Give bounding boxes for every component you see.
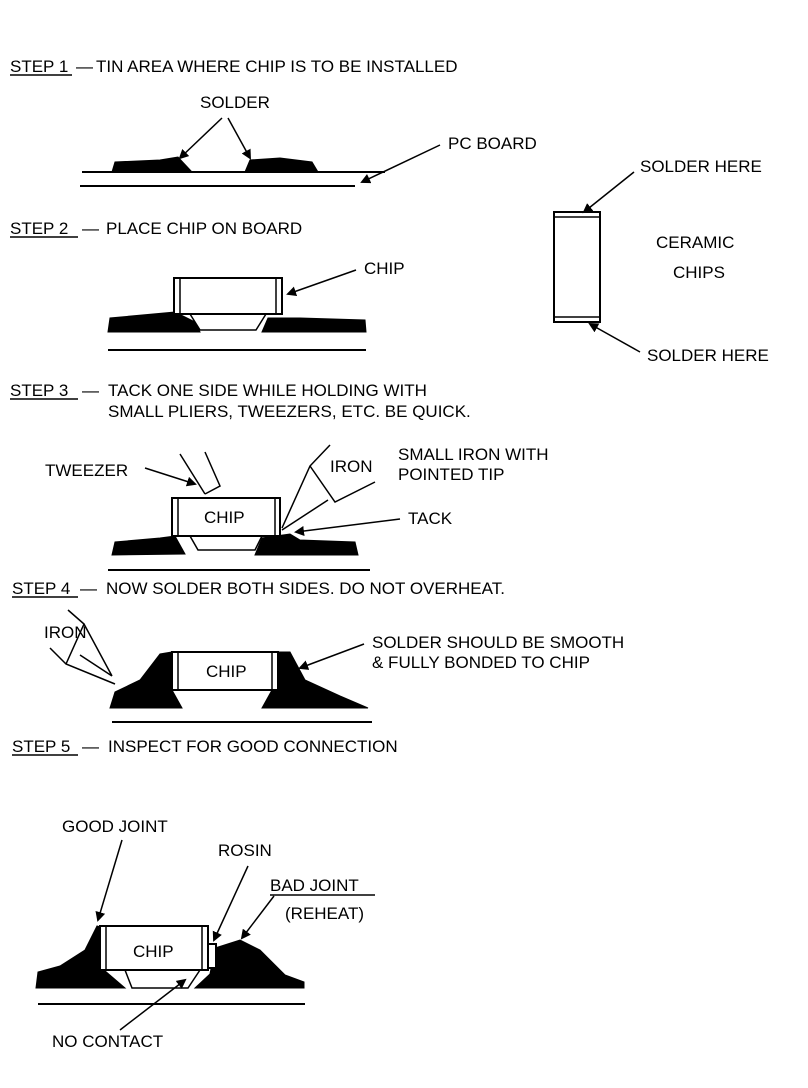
solder-here-bottom: SOLDER HERE: [647, 346, 769, 365]
ceramic-chip-figure: SOLDER HERE CERAMIC CHIPS SOLDER HERE: [553, 157, 769, 365]
tack-arrow: [294, 518, 401, 536]
step-2-figure: CHIP: [107, 259, 405, 351]
solder-arrow: [178, 117, 223, 160]
step-text: NOW SOLDER BOTH SIDES. DO NOT OVERHEAT.: [106, 579, 505, 598]
step-3-figure: CHIP TWEEZER IRON SMALL IRON WITH POINTE…: [45, 444, 549, 571]
good-joint-arrow: [95, 839, 123, 922]
solder-fillet-left: [109, 651, 183, 709]
pc-board-label: PC BOARD: [448, 134, 537, 153]
pc-board-arrow: [360, 144, 441, 184]
step-dash: —: [80, 579, 97, 598]
step-4-figure: CHIP IRON SOLDER SHOULD BE SMOOTH & FULL…: [44, 609, 624, 723]
chip-arrow: [286, 269, 357, 297]
note-line-1: SOLDER SHOULD BE SMOOTH: [372, 633, 624, 652]
no-contact-label: NO CONTACT: [52, 1032, 163, 1051]
chip-body: [171, 497, 281, 537]
step-dash: —: [82, 737, 99, 756]
chip-body: [171, 651, 279, 691]
ceramic-chip: [553, 211, 601, 323]
chip-body: [173, 277, 283, 315]
step-text: PLACE CHIP ON BOARD: [106, 219, 302, 238]
good-joint-label: GOOD JOINT: [62, 817, 168, 836]
step-dash: —: [82, 381, 99, 400]
bad-joint-arrow: [240, 895, 275, 940]
step-dash: —: [82, 219, 99, 238]
pointed-tip-label: POINTED TIP: [398, 465, 504, 484]
step-3-heading: STEP 3 — TACK ONE SIDE WHILE HOLDING WIT…: [10, 381, 471, 421]
chip-gap: [189, 535, 263, 551]
step-text-2: SMALL PLIERS, TWEEZERS, ETC. BE QUICK.: [108, 402, 471, 421]
tweezer: [179, 451, 221, 495]
note-arrow: [298, 643, 365, 670]
step-label: STEP 1: [10, 57, 68, 76]
chips-label: CHIPS: [673, 263, 725, 282]
step-5-figure: CHIP GOOD JOINT ROSIN BAD JOINT (REHEAT)…: [35, 817, 375, 1051]
step-2-heading: STEP 2 — PLACE CHIP ON BOARD: [10, 219, 302, 238]
rosin-gap: [207, 943, 217, 969]
ceramic-label: CERAMIC: [656, 233, 734, 252]
rosin-arrow: [212, 865, 249, 942]
solder-label: SOLDER: [200, 93, 270, 112]
reheat-label: (REHEAT): [285, 904, 364, 923]
rosin-label: ROSIN: [218, 841, 272, 860]
solder-pad-left: [82, 156, 194, 173]
soldering-iron: [281, 444, 376, 531]
chip-gap: [124, 969, 201, 989]
solder-here-top: SOLDER HERE: [640, 157, 762, 176]
iron-label: IRON: [330, 457, 373, 476]
chip-body: [99, 925, 209, 971]
chip-label: CHIP: [206, 662, 247, 681]
solder-arrow: [227, 117, 251, 160]
solder-left: [107, 311, 201, 333]
soldering-iron: [49, 609, 116, 685]
chip-label: CHIP: [204, 508, 245, 527]
step-label: STEP 3: [10, 381, 68, 400]
step-label: STEP 4: [12, 579, 70, 598]
step-text: INSPECT FOR GOOD CONNECTION: [108, 737, 398, 756]
step-1-figure: SOLDER PC BOARD: [80, 93, 537, 187]
step-text: TIN AREA WHERE CHIP IS TO BE INSTALLED: [96, 57, 458, 76]
step-4-heading: STEP 4 — NOW SOLDER BOTH SIDES. DO NOT O…: [12, 579, 505, 598]
solder-left: [111, 535, 186, 556]
step-dash: —: [76, 57, 93, 76]
iron-label: IRON: [44, 623, 87, 642]
solder-right: [254, 533, 359, 556]
chip-label: CHIP: [133, 942, 174, 961]
step-1-heading: STEP 1 — TIN AREA WHERE CHIP IS TO BE IN…: [10, 57, 458, 76]
solder-right: [261, 317, 367, 333]
arrow: [588, 323, 641, 353]
no-contact-arrow: [119, 978, 187, 1031]
chip-label: CHIP: [364, 259, 405, 278]
tweezer-arrow: [144, 467, 197, 487]
solder-pad-right: [244, 157, 319, 173]
bad-joint-label: BAD JOINT: [270, 876, 359, 895]
step-text: TACK ONE SIDE WHILE HOLDING WITH: [108, 381, 427, 400]
step-label: STEP 5: [12, 737, 70, 756]
step-5-heading: STEP 5 — INSPECT FOR GOOD CONNECTION: [12, 737, 398, 756]
arrow: [582, 171, 635, 214]
tweezer-label: TWEEZER: [45, 461, 128, 480]
chip-gap: [189, 313, 267, 331]
step-label: STEP 2: [10, 219, 68, 238]
small-iron-label: SMALL IRON WITH: [398, 445, 549, 464]
note-line-2: & FULLY BONDED TO CHIP: [372, 653, 590, 672]
tack-label: TACK: [408, 509, 453, 528]
